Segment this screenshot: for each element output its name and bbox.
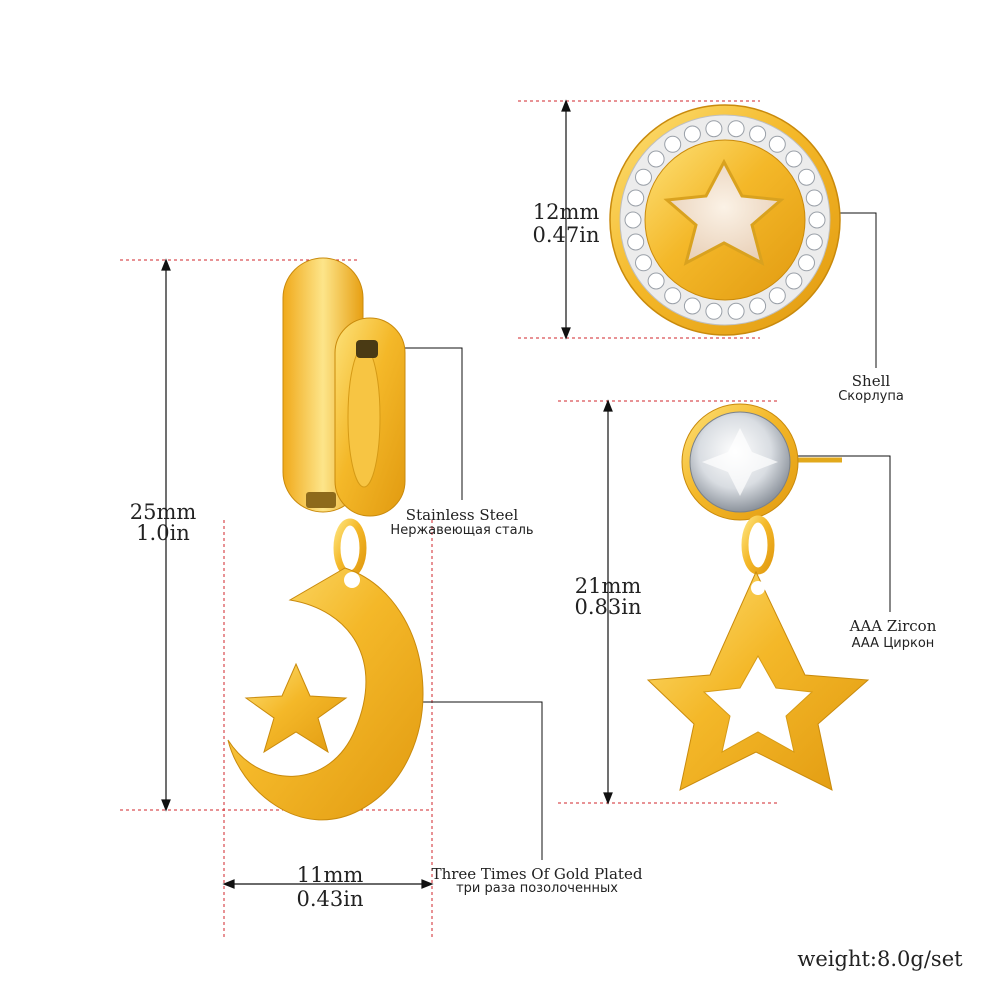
zircon-label-en: AAA Zircon [849, 617, 937, 635]
rhinestone [705, 302, 723, 320]
star-stud-in: 0.83in [575, 595, 642, 619]
rhinestone [785, 272, 803, 290]
rhinestone [808, 211, 826, 229]
rhinestone [627, 233, 645, 251]
width-mm: 11mm [297, 863, 364, 887]
rhinestone [683, 297, 701, 315]
hoop-earring-image [227, 257, 424, 821]
rhinestone [768, 287, 786, 305]
hoop-height-mm: 25mm [130, 500, 197, 524]
hoop-height-in: 1.0in [136, 521, 190, 545]
rhinestone [647, 272, 665, 290]
rhinestone [647, 150, 665, 168]
rhinestone [768, 135, 786, 153]
rhinestone [635, 254, 652, 272]
dimension-arrows [161, 99, 613, 889]
rhinestone [664, 135, 682, 153]
round-stud-mm: 12mm [533, 200, 600, 224]
rhinestone [805, 189, 823, 207]
star-stud-image [646, 403, 870, 791]
round-stud-in: 0.47in [533, 223, 600, 247]
shell-label-ru: Скорлупа [838, 389, 904, 404]
rhinestone [683, 125, 701, 143]
rhinestone [727, 120, 745, 138]
gold-plated-label-ru: три раза позолоченных [456, 881, 618, 896]
rhinestone [624, 211, 642, 229]
stainless-label-ru: Нержавеющая сталь [390, 523, 533, 538]
round-stud-image [609, 104, 841, 336]
width-in: 0.43in [297, 887, 364, 911]
rhinestone [798, 168, 815, 186]
rhinestone [664, 287, 682, 305]
rhinestone [785, 150, 803, 168]
rhinestone-ring [624, 120, 826, 320]
rhinestone [727, 302, 745, 320]
star-stud-mm: 21mm [575, 574, 642, 598]
rhinestone [749, 125, 767, 143]
weight-label: weight:8.0g/set [797, 947, 963, 971]
rhinestone [627, 189, 645, 207]
rhinestone [635, 168, 652, 186]
gold-plated-label-en: Three Times Of Gold Plated [432, 865, 643, 883]
rhinestone [805, 233, 823, 251]
shell-label-en: Shell [852, 372, 891, 390]
zircon-label-ru: AAA Циркон [852, 636, 935, 651]
rhinestone [705, 120, 723, 138]
rhinestone [798, 254, 815, 272]
stainless-label-en: Stainless Steel [406, 506, 519, 524]
rhinestone [749, 297, 767, 315]
